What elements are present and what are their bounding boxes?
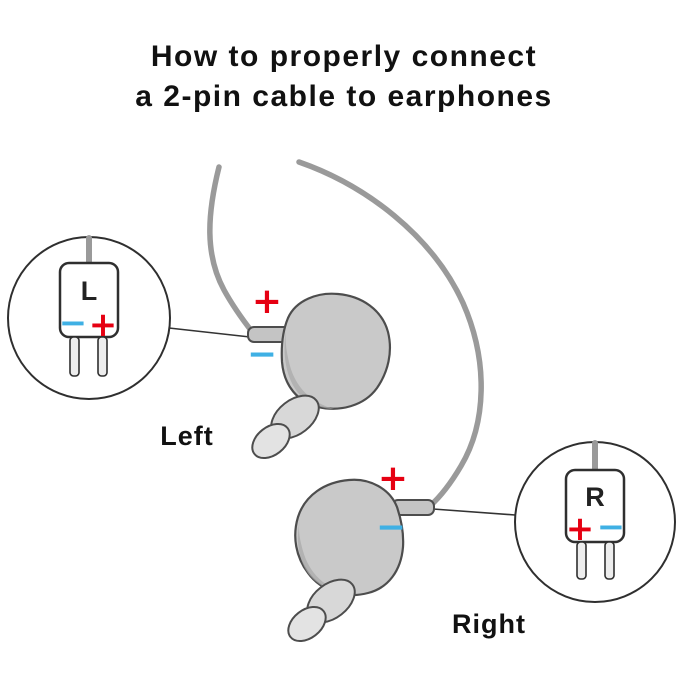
right-earphone-plus-sign: + xyxy=(378,458,408,499)
right-connector-body xyxy=(564,468,626,544)
left-earphone-eartip-inner xyxy=(251,423,291,459)
cables xyxy=(207,159,484,509)
left-connector-pin-2 xyxy=(97,336,108,377)
left-connector-callout: L − + xyxy=(7,235,171,400)
left-earphone-shading xyxy=(284,330,334,409)
diagram-title-line1: How to properly connect xyxy=(151,40,537,73)
left-connector-body xyxy=(58,261,120,339)
right-earphone-label: Right xyxy=(452,609,526,639)
right-connector-letter: R xyxy=(585,482,605,512)
right-callout-line xyxy=(432,508,516,516)
right-cable xyxy=(296,159,484,509)
right-earphone-minus-sign: − xyxy=(376,507,406,548)
left-connector-pin-1 xyxy=(69,336,80,377)
left-cable xyxy=(207,164,256,336)
diagram-title-line2: a 2-pin cable to earphones xyxy=(135,80,552,113)
right-earphone: + − Right xyxy=(287,458,526,642)
left-callout-line xyxy=(168,327,251,338)
right-connector-pin-1 xyxy=(576,541,587,580)
left-connector-minus-sign: − xyxy=(59,303,88,343)
right-connector-plus-sign: + xyxy=(566,509,595,549)
left-connector-letter: L xyxy=(81,276,98,306)
left-earphone: + − Left xyxy=(160,281,392,459)
left-connector-plus-sign: + xyxy=(89,305,118,345)
right-connector-pin-2 xyxy=(604,541,615,580)
left-earphone-minus-sign: − xyxy=(247,334,277,375)
right-connector-callout: R + − xyxy=(514,440,676,603)
right-earphone-eartip-inner xyxy=(287,606,327,642)
right-earphone-shading xyxy=(297,520,347,594)
left-earphone-shell xyxy=(280,292,392,410)
left-earphone-plus-sign: + xyxy=(252,281,282,322)
right-connector-minus-sign: − xyxy=(597,507,626,547)
left-earphone-label: Left xyxy=(160,421,214,451)
